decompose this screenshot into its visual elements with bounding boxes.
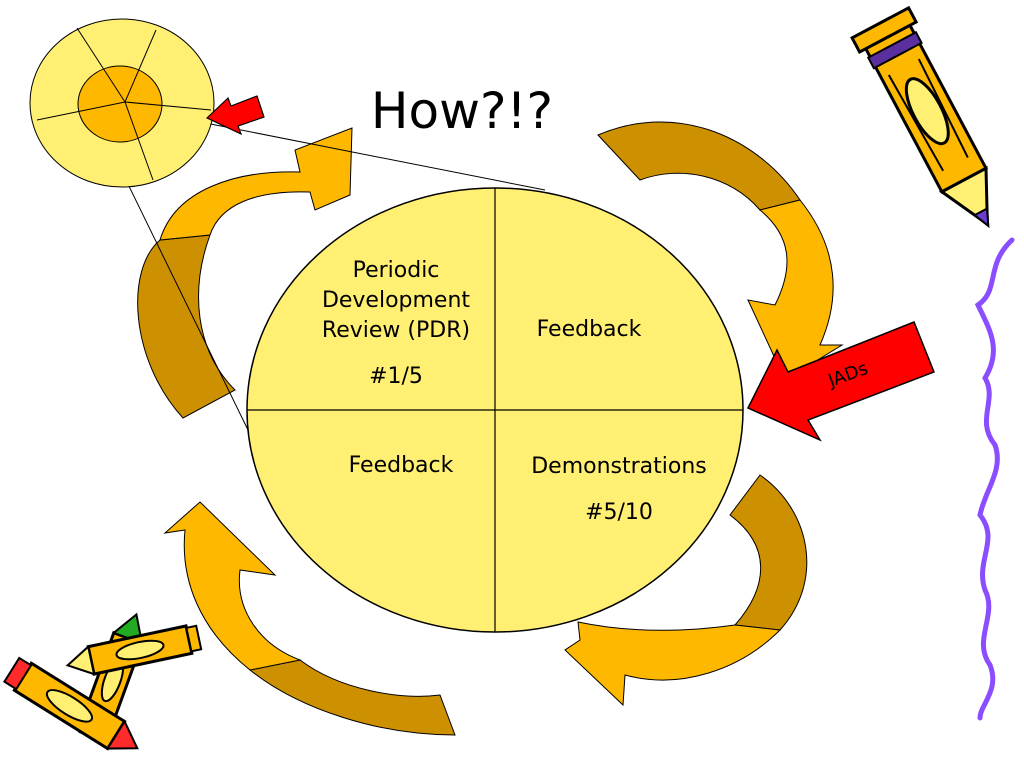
pdr-line-3: Review (PDR) [322,318,470,343]
jads-red-arrow-icon: JADs [746,321,935,442]
pencil-icon [850,5,990,229]
pdr-number: #1/5 [369,364,423,389]
cycle-arrow-top-left [137,127,353,419]
cycle-arrow-top-right [597,121,844,381]
cycle-arrows [137,121,844,736]
crayons-icon [3,612,203,751]
demonstrations-label: Demonstrations [531,454,707,479]
quadrant-top-left: Periodic Development Review (PDR) #1/5 [322,258,471,389]
demonstrations-number: #5/10 [585,500,653,525]
pie-thumbnail-icon [29,18,215,188]
pdr-line-2: Development [322,288,470,313]
small-red-arrow-icon [205,95,265,136]
cycle-circle [246,187,744,633]
cycle-arrow-bottom-right [564,474,808,707]
pdr-line-1: Periodic [353,258,440,283]
feedback-bottom-left: Feedback [349,453,454,478]
cycle-arrow-bottom-left [163,501,456,736]
feedback-top-right: Feedback [537,317,642,342]
quadrant-bottom-right: Demonstrations #5/10 [531,454,707,525]
slide-title: How?!? [371,82,553,140]
squiggle-line-icon [974,237,1015,721]
